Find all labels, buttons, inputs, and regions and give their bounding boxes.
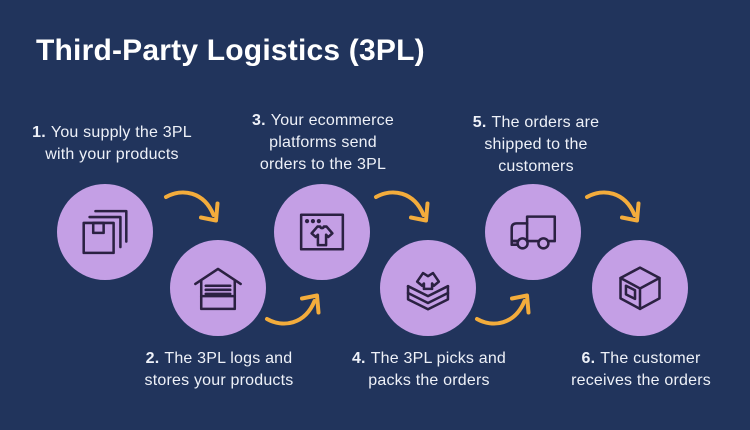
- step-5-label-line: shipped to the: [484, 136, 588, 153]
- step-3-circle: [274, 184, 370, 280]
- step-1-number: 1.: [32, 124, 46, 141]
- step-2-label-line: 2.The 3PL logs and: [145, 348, 294, 370]
- step-6-label-line: receives the orders: [571, 372, 711, 389]
- flow-arrow-1-icon: [164, 190, 220, 223]
- step-3-label-line: 3.Your ecommerce: [252, 110, 394, 132]
- step-5-text: The orders are: [491, 114, 600, 131]
- step-5-label-line: 5.The orders are: [473, 112, 600, 134]
- ecommerce-browser-icon: [299, 213, 345, 251]
- open-box-packing-icon: [406, 271, 450, 311]
- step-5-circle: [485, 184, 581, 280]
- step-4-label-line: 4.The 3PL picks and: [352, 348, 506, 370]
- warehouse-icon: [194, 267, 242, 311]
- step-2-label: 2.The 3PL logs and stores your products: [145, 348, 294, 392]
- sealed-box-icon: [619, 266, 661, 311]
- step-3-label-line: platforms send: [269, 134, 377, 151]
- step-4-text: The 3PL picks and: [370, 350, 507, 367]
- step-6-number: 6.: [581, 350, 596, 367]
- step-3-text: Your ecommerce: [270, 112, 394, 129]
- step-4-number: 4.: [351, 350, 366, 367]
- flow-arrow-3-icon: [374, 190, 430, 223]
- step-1-label-line: with your products: [45, 146, 179, 163]
- step-5-number: 5.: [472, 114, 487, 131]
- step-2-number: 2.: [145, 350, 160, 367]
- step-6-label: 6.The customer receives the orders: [571, 348, 711, 392]
- step-6-text: The customer: [600, 350, 701, 367]
- step-4-circle: [380, 240, 476, 336]
- step-1-text: You supply the 3PL: [50, 124, 192, 141]
- page-title: Third-Party Logistics (3PL): [36, 34, 425, 67]
- step-2-circle: [170, 240, 266, 336]
- step-4-label: 4.The 3PL picks and packs the orders: [352, 348, 506, 392]
- flow-arrow-2-icon: [265, 293, 321, 326]
- step-1-label: 1.You supply the 3PL with your products: [32, 122, 192, 166]
- step-3-label: 3.Your ecommerce platforms send orders t…: [252, 110, 394, 176]
- step-3-label-line: orders to the 3PL: [259, 156, 387, 173]
- flow-arrow-5-icon: [585, 190, 641, 223]
- step-3-number: 3.: [252, 112, 266, 129]
- flow-arrow-4-icon: [475, 293, 531, 326]
- step-1-circle: [57, 184, 153, 280]
- step-1-label-line: 1.You supply the 3PL: [32, 122, 192, 144]
- step-5-label: 5.The orders are shipped to the customer…: [473, 112, 600, 178]
- step-2-text: The 3PL logs and: [164, 350, 293, 367]
- step-6-circle: [592, 240, 688, 336]
- step-5-label-line: customers: [498, 158, 574, 175]
- step-4-label-line: packs the orders: [368, 372, 490, 389]
- step-6-label-line: 6.The customer: [571, 348, 711, 370]
- step-2-label-line: stores your products: [144, 372, 294, 389]
- stacked-boxes-icon: [82, 209, 128, 255]
- delivery-truck-icon: [510, 215, 557, 250]
